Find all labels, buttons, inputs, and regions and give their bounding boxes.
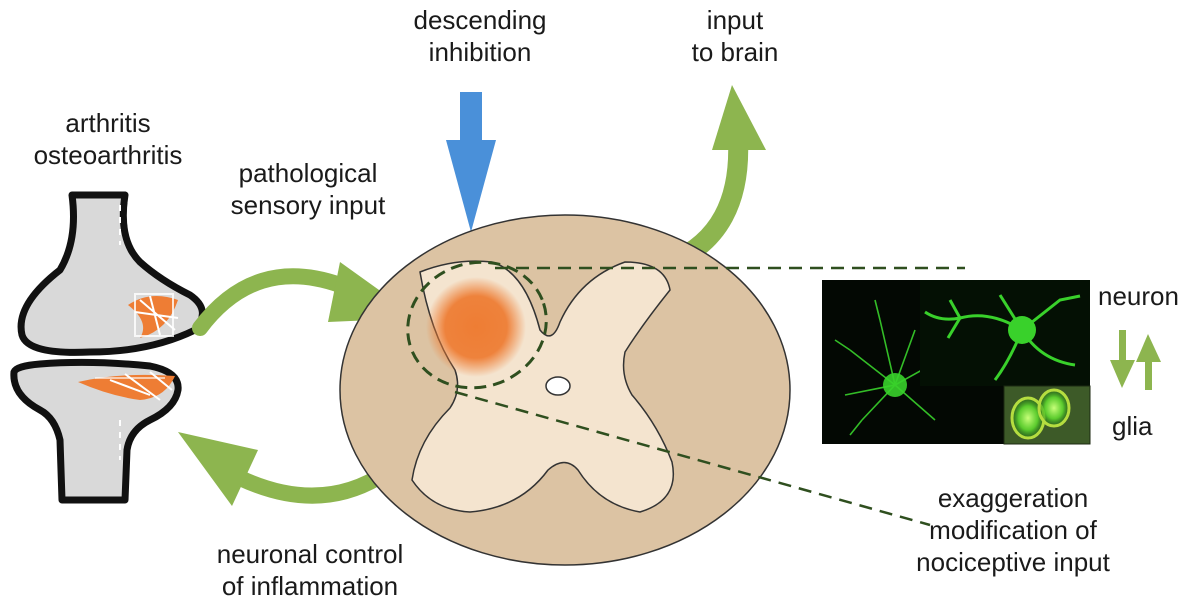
arthritis-label: arthritis osteoarthritis xyxy=(18,107,198,171)
cartilage-lesion-lower-icon xyxy=(78,371,175,401)
neuronal-control-label: neuronal control of inflammation xyxy=(190,538,430,602)
input-brain-label-line1: input xyxy=(706,5,764,35)
input-brain-label-line2: to brain xyxy=(691,37,779,67)
pathological-label-line2: sensory input xyxy=(230,190,386,220)
glia-label-text: glia xyxy=(1112,411,1153,441)
input-to-brain-arrow xyxy=(662,85,766,272)
knee-joint-icon xyxy=(10,191,206,504)
input-to-brain-label: input to brain xyxy=(660,4,810,68)
zoom-connector-lines xyxy=(454,266,965,527)
exaggeration-label-line3: nociceptive input xyxy=(916,547,1110,577)
pathological-label-line1: pathological xyxy=(238,158,378,188)
glia-to-neuron-arrow xyxy=(1136,334,1161,390)
fluorescence-micrograph-icon xyxy=(822,280,1091,445)
dorsal-horn-hotspot xyxy=(426,277,526,377)
exaggeration-label: exaggeration modification of nociceptive… xyxy=(888,482,1138,578)
descending-inhibition-label: descending inhibition xyxy=(385,4,575,68)
descending-inhibition-arrow xyxy=(446,92,496,232)
spinal-cord-cross-section-icon xyxy=(339,214,791,566)
neuron-to-glia-arrow xyxy=(1110,330,1135,388)
descending-label-line2: inhibition xyxy=(428,37,532,67)
glia-label: glia xyxy=(1112,410,1152,442)
exaggeration-label-line2: modification of xyxy=(929,515,1097,545)
pathological-input-label: pathological sensory input xyxy=(212,157,404,221)
arthritis-label-line1: arthritis xyxy=(65,108,151,138)
neuronal-label-line2: of inflammation xyxy=(221,571,399,601)
dorsal-horn-highlight-ring xyxy=(406,260,548,390)
cartilage-lesion-upper-icon xyxy=(128,293,179,338)
arthritis-label-line2: osteoarthritis xyxy=(33,140,183,170)
neuronal-label-line1: neuronal control xyxy=(216,539,404,569)
neuron-label: neuron xyxy=(1098,280,1179,312)
neuron-label-text: neuron xyxy=(1098,281,1179,311)
descending-label-line1: descending xyxy=(413,5,547,35)
exaggeration-label-line1: exaggeration xyxy=(937,483,1089,513)
